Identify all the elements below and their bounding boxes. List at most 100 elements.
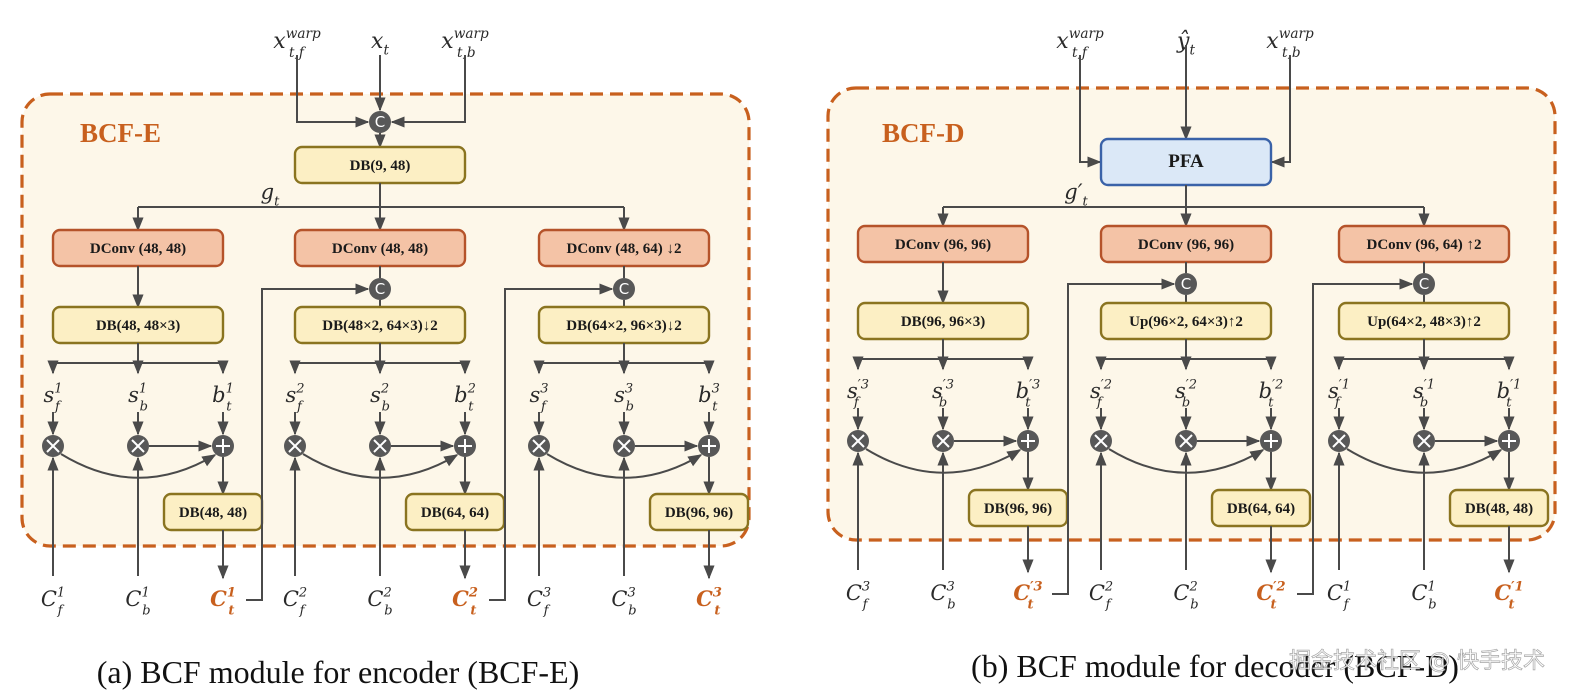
multiply-glyph: [288, 439, 302, 453]
multiply-glyph: [131, 439, 145, 453]
multiply-node: [284, 435, 306, 457]
concat-glyph: C: [375, 113, 385, 131]
out-db-block: DB(64, 64): [404, 492, 506, 532]
multiply-node: [127, 435, 149, 457]
input-arrow: [1270, 55, 1291, 168]
db-block: Up(64×2, 48×3)↑2: [1337, 301, 1511, 341]
concat-node-circle: [1413, 273, 1435, 295]
multiply-node: [528, 435, 550, 457]
concat-node: C: [369, 111, 391, 133]
input-arrow: [1079, 55, 1102, 168]
input-arrow: [296, 55, 370, 128]
concat-glyph: C: [1419, 275, 1429, 293]
multiply-glyph: [532, 439, 546, 453]
head-db-block-label: DB(9, 48): [350, 158, 411, 174]
multiply-glyph: [1094, 434, 1108, 448]
dconv-block-label: DConv (96, 64) ↑2: [1367, 237, 1482, 253]
add-node: [1260, 430, 1282, 452]
out-db-block-label: DB(64, 64): [421, 505, 489, 521]
skip-connection: [1052, 278, 1176, 595]
pfa-block-label: PFA: [1168, 151, 1204, 172]
db-block-label: DB(48, 48×3): [96, 318, 180, 334]
db-block-label: Up(96×2, 64×3)↑2: [1129, 314, 1243, 330]
plus-glyph: [1264, 434, 1278, 448]
multiply-glyph: [936, 434, 950, 448]
multiply-node: [847, 430, 869, 452]
plus-glyph: [1021, 434, 1035, 448]
plus-glyph: [216, 439, 230, 453]
dconv-block: DConv (48, 48): [293, 228, 467, 268]
dconv-block-label: DConv (48, 48): [332, 241, 428, 257]
db-block-label: Up(64×2, 48×3)↑2: [1367, 314, 1481, 330]
out-db-block-rect: [1448, 488, 1550, 528]
concat-glyph: C: [1181, 275, 1191, 293]
multiply-glyph: [851, 434, 865, 448]
multiply-node: [1328, 430, 1350, 452]
multiply-glyph: [617, 439, 631, 453]
concat-node-circle: [613, 278, 635, 300]
out-db-block: DB(48, 48): [1448, 488, 1550, 528]
multiply-glyph: [1179, 434, 1193, 448]
dconv-block-label: DConv (96, 96): [895, 237, 991, 253]
plus-glyph: [702, 439, 716, 453]
concat-glyph: C: [375, 280, 385, 298]
skip-connection: [489, 283, 614, 601]
multiply-node: [1175, 430, 1197, 452]
dconv-block: DConv (96, 96): [856, 224, 1030, 264]
shared-feature-label: g′t: [1064, 180, 1088, 209]
decoder-module-title: BCF-D: [882, 118, 965, 148]
multiply-node: [1413, 430, 1435, 452]
encoder-input-1: xt: [371, 29, 389, 59]
out-db-block-label: DB(64, 64): [1227, 501, 1295, 517]
db-block-label: DB(64×2, 96×3)↓2: [566, 318, 681, 334]
db-block-label: DB(96, 96×3): [901, 314, 985, 330]
concat-node: C: [613, 278, 635, 300]
concat-node: C: [369, 278, 391, 300]
skip-connection: [1297, 278, 1414, 595]
out-db-block: DB(64, 64): [1210, 488, 1312, 528]
db-block-label: DB(48×2, 64×3)↓2: [322, 318, 437, 334]
out-db-block-label: DB(48, 48): [179, 505, 247, 521]
pfa-block: PFA: [1099, 137, 1273, 187]
out-db-block-label: DB(96, 96): [984, 501, 1052, 517]
plus-glyph: [458, 439, 472, 453]
db-block: Up(96×2, 64×3)↑2: [1099, 301, 1273, 341]
dconv-block-label: DConv (96, 96): [1138, 237, 1234, 253]
concat-node: C: [1175, 273, 1197, 295]
out-db-block: DB(96, 96): [648, 492, 750, 532]
out-db-block-rect: [648, 492, 750, 532]
